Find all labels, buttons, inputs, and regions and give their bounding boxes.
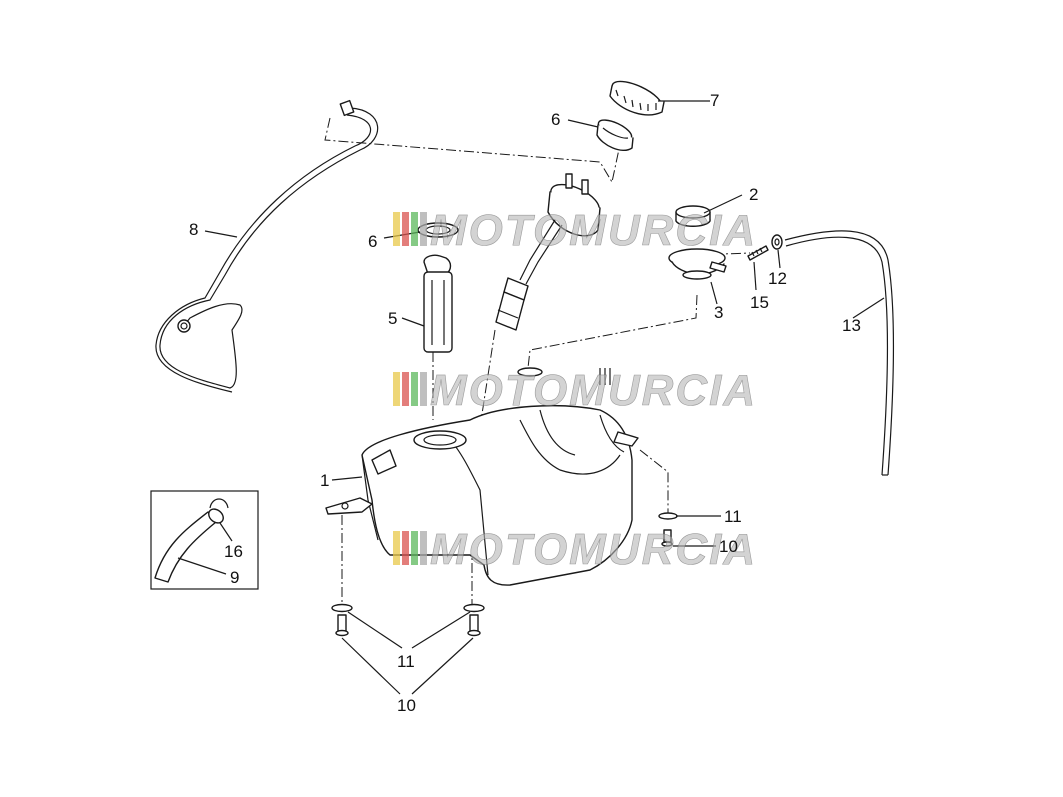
filler-neck-part [668, 248, 727, 280]
watermark-stripe [420, 531, 427, 565]
callout-6b: 6 [368, 232, 377, 251]
watermark-stripe [393, 531, 400, 565]
hose-clip-part [771, 234, 783, 250]
callout-5: 5 [388, 309, 397, 328]
fuel-level-sender-part [423, 254, 453, 353]
callout-8: 8 [189, 220, 198, 239]
callout-9: 9 [230, 568, 239, 587]
leader-lines [177, 100, 885, 695]
filler-cap-part [675, 205, 711, 227]
washer-screw-set-left [331, 603, 353, 637]
callout-7: 7 [710, 91, 719, 110]
watermark-stripe [402, 212, 409, 246]
inset-detail-box [150, 490, 259, 590]
callout-11a: 11 [397, 652, 415, 671]
callout-12: 12 [768, 269, 787, 288]
watermark-text: MOTOMURCIA [430, 366, 757, 415]
callout-16: 16 [224, 542, 243, 561]
watermark-text: MOTOMURCIA [430, 206, 757, 255]
watermark-stripe [420, 212, 427, 246]
callout-11b: 11 [724, 507, 742, 526]
watermark-stripe [402, 531, 409, 565]
ring-nut-part [609, 80, 665, 116]
washer-screw-set-center [463, 603, 485, 637]
callout-10b: 10 [719, 537, 738, 556]
watermark-stripe [420, 372, 427, 406]
watermark-top: MOTOMURCIA [393, 206, 757, 255]
seal-part-upper [596, 119, 634, 152]
watermark-stripe [393, 372, 400, 406]
callout-15: 15 [750, 293, 769, 312]
callout-labels: 1 2 3 5 6 6 7 8 9 10 10 11 11 12 13 15 1… [189, 91, 861, 715]
watermark-stripe [411, 372, 418, 406]
fuel-tank-part [325, 367, 639, 586]
hose-fitting-part [747, 245, 769, 261]
callout-6a: 6 [551, 110, 560, 129]
drain-hose-part [784, 230, 895, 476]
callout-13: 13 [842, 316, 861, 335]
callout-1: 1 [320, 471, 329, 490]
watermark-stripe [411, 531, 418, 565]
watermark-middle: MOTOMURCIA [393, 366, 757, 415]
watermark-stripe [402, 372, 409, 406]
callout-10a: 10 [397, 696, 416, 715]
breather-hose-part [155, 99, 379, 393]
fuel-pump-part [495, 173, 601, 331]
watermark-stripe [411, 212, 418, 246]
callout-3: 3 [714, 303, 723, 322]
watermark-bottom: MOTOMURCIA [393, 525, 757, 574]
watermark-stripe [393, 212, 400, 246]
watermark-text: MOTOMURCIA [430, 525, 757, 574]
callout-2: 2 [749, 185, 758, 204]
